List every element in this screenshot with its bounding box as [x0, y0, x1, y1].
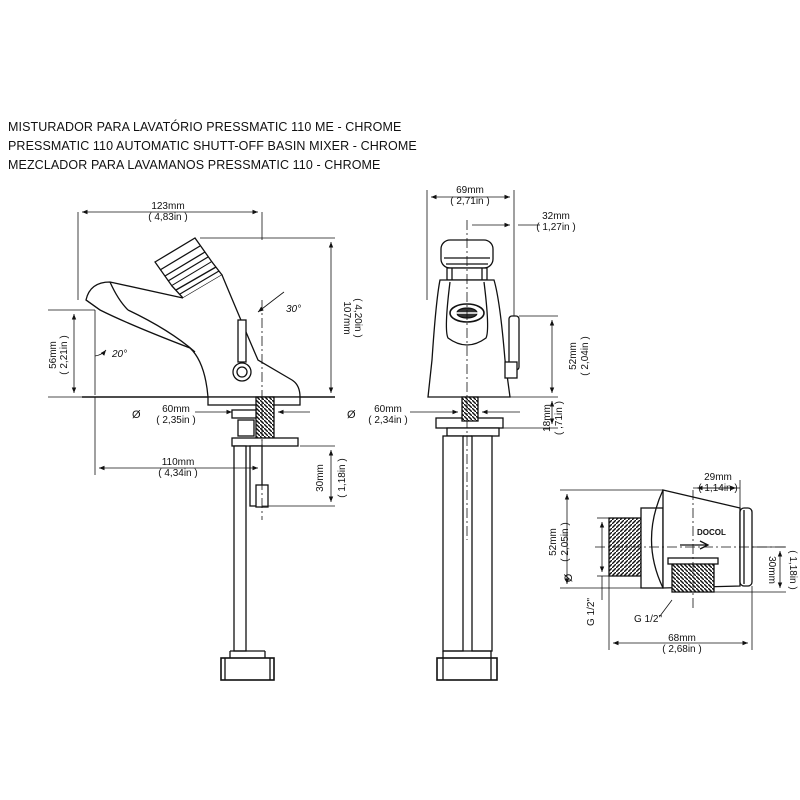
dim-56mm-in: ( 2,21in ) [59, 335, 70, 374]
dim-123mm: 123mm [151, 201, 184, 212]
dim-29mm: 29mm [704, 472, 732, 483]
diameter-symbol-valve: Ø [563, 573, 575, 582]
title-english: PRESSMATIC 110 AUTOMATIC SHUTT-OFF BASIN… [8, 139, 417, 153]
dim-32mm: 32mm [542, 211, 570, 222]
title-portuguese: MISTURADOR PARA LAVATÓRIO PRESSMATIC 110… [8, 120, 402, 134]
dim-60mm-front-in: ( 2,34in ) [368, 415, 407, 426]
front-view-dimensions [410, 190, 558, 429]
dim-60mm: 60mm [162, 404, 190, 415]
dim-68mm-in: ( 2,68in ) [662, 644, 701, 655]
dim-30mm: 30mm [315, 464, 326, 492]
dim-110mm-in: ( 4,34in ) [158, 468, 197, 479]
side-view-dimensions [48, 209, 335, 507]
side-view-labels: 123mm ( 4,83in ) 107mm ( 4,20in ) 56mm (… [48, 201, 363, 498]
title-block: MISTURADOR PARA LAVATÓRIO PRESSMATIC 110… [8, 118, 417, 175]
valve-view: DOCOL [595, 489, 785, 610]
dim-18mm-in: ( ,71in ) [554, 401, 565, 435]
dim-18mm: 18mm [542, 404, 553, 432]
dim-30mm-in: ( 1,18in ) [337, 458, 348, 497]
diameter-symbol: Ø [132, 409, 141, 421]
dim-32mm-in: ( 1,27in ) [536, 222, 575, 233]
dim-69mm-in: ( 2,71in ) [450, 196, 489, 207]
angle-30: 30° [286, 304, 301, 315]
dim-52mm-valve-in: ( 2,05in ) [560, 522, 571, 561]
dim-123mm-in: ( 4,83in ) [148, 212, 187, 223]
dim-56mm: 56mm [48, 341, 59, 369]
dim-60mm-front: 60mm [374, 404, 402, 415]
front-view [427, 220, 520, 681]
brand-label: DOCOL [697, 528, 726, 537]
side-view [82, 237, 335, 681]
title-spanish: MEZCLADOR PARA LAVAMANOS PRESSMATIC 110 … [8, 158, 381, 172]
dim-68mm: 68mm [668, 633, 696, 644]
dim-110mm: 110mm [162, 457, 195, 468]
diameter-symbol-front: Ø [347, 409, 356, 421]
dim-69mm: 69mm [456, 185, 484, 196]
thread-bottom: G 1/2" [634, 614, 662, 625]
front-view-labels: 69mm ( 2,71in ) 32mm ( 1,27in ) 52mm ( 2… [347, 185, 591, 435]
dim-52mm-valve: 52mm [548, 528, 559, 556]
angle-20: 20° [111, 349, 127, 360]
valve-view-labels: 52mm ( 2,05in ) Ø G 1/2" G 1/2" 29mm ( 1… [548, 472, 798, 655]
valve-view-dimensions [560, 480, 786, 650]
dim-52mm: 52mm [568, 342, 579, 370]
dim-30mm-valve-in: ( 1,18in ) [787, 550, 798, 589]
dim-30mm-valve: 30mm [766, 556, 777, 584]
dim-107mm: 107mm [341, 301, 352, 334]
dim-52mm-in: ( 2,04in ) [580, 336, 591, 375]
thread-left: G 1/2" [586, 598, 597, 626]
dim-29mm-in: ( 1,14in ) [698, 483, 737, 494]
dim-60mm-in: ( 2,35in ) [156, 415, 195, 426]
dim-107mm-in: ( 4,20in ) [352, 298, 363, 337]
